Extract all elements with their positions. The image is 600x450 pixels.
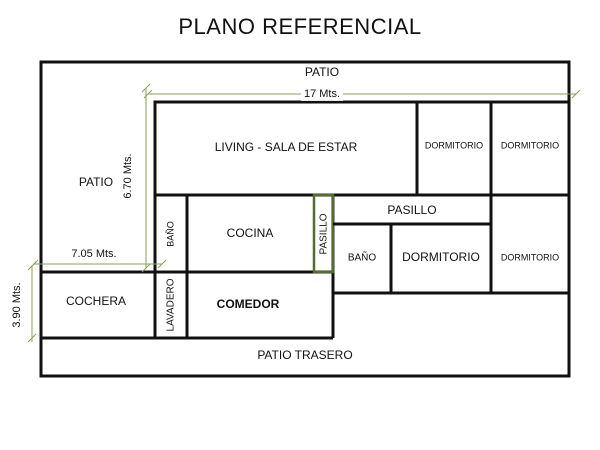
dim-tick [141,83,151,93]
label-cochera: COCHERA [66,294,126,308]
label-patio-left: PATIO [79,175,113,189]
label-living: LIVING - SALA DE ESTAR [215,140,358,154]
label-dormitorio-1: DORMITORIO [425,140,483,150]
label-pasillo-vertical: PASILLO [319,213,330,254]
label-dormitorio-4: DORMITORIO [501,252,559,262]
label-dormitorio-2: DORMITORIO [501,140,559,150]
dim-tick [143,89,153,99]
label-lavadero: LAVADERO [166,278,177,331]
label-bano-2: BAÑO [348,251,377,264]
dim-tick [141,263,151,273]
label-width-total-backing [300,86,344,101]
wall-main-top [153,100,571,197]
plan-title: PLANO REFERENCIAL [178,14,422,39]
dim-tick [27,333,37,343]
pasillo-vertical-box [312,193,335,274]
label-patio-top: PATIO [305,65,339,79]
label-width-front: 7.05 Mts. [71,248,116,260]
dim-tick [27,261,37,271]
label-comedor: COMEDOR [217,297,280,311]
label-pasillo-horizontal: PASILLO [387,203,436,217]
label-depth-main: 6.70 Mts. [122,153,134,198]
label-width-total: 17 Mts. [304,88,340,100]
label-bano-1: BAÑO [165,221,175,247]
lot-boundary [39,60,571,378]
label-depth-cochera: 3.90 Mts. [11,282,23,327]
label-patio-trasero: PATIO TRASERO [257,348,352,362]
dim-tick [157,259,167,269]
dim-tick [571,89,581,99]
label-cocina: COCINA [227,226,274,240]
label-dormitorio-3: DORMITORIO [402,250,480,264]
